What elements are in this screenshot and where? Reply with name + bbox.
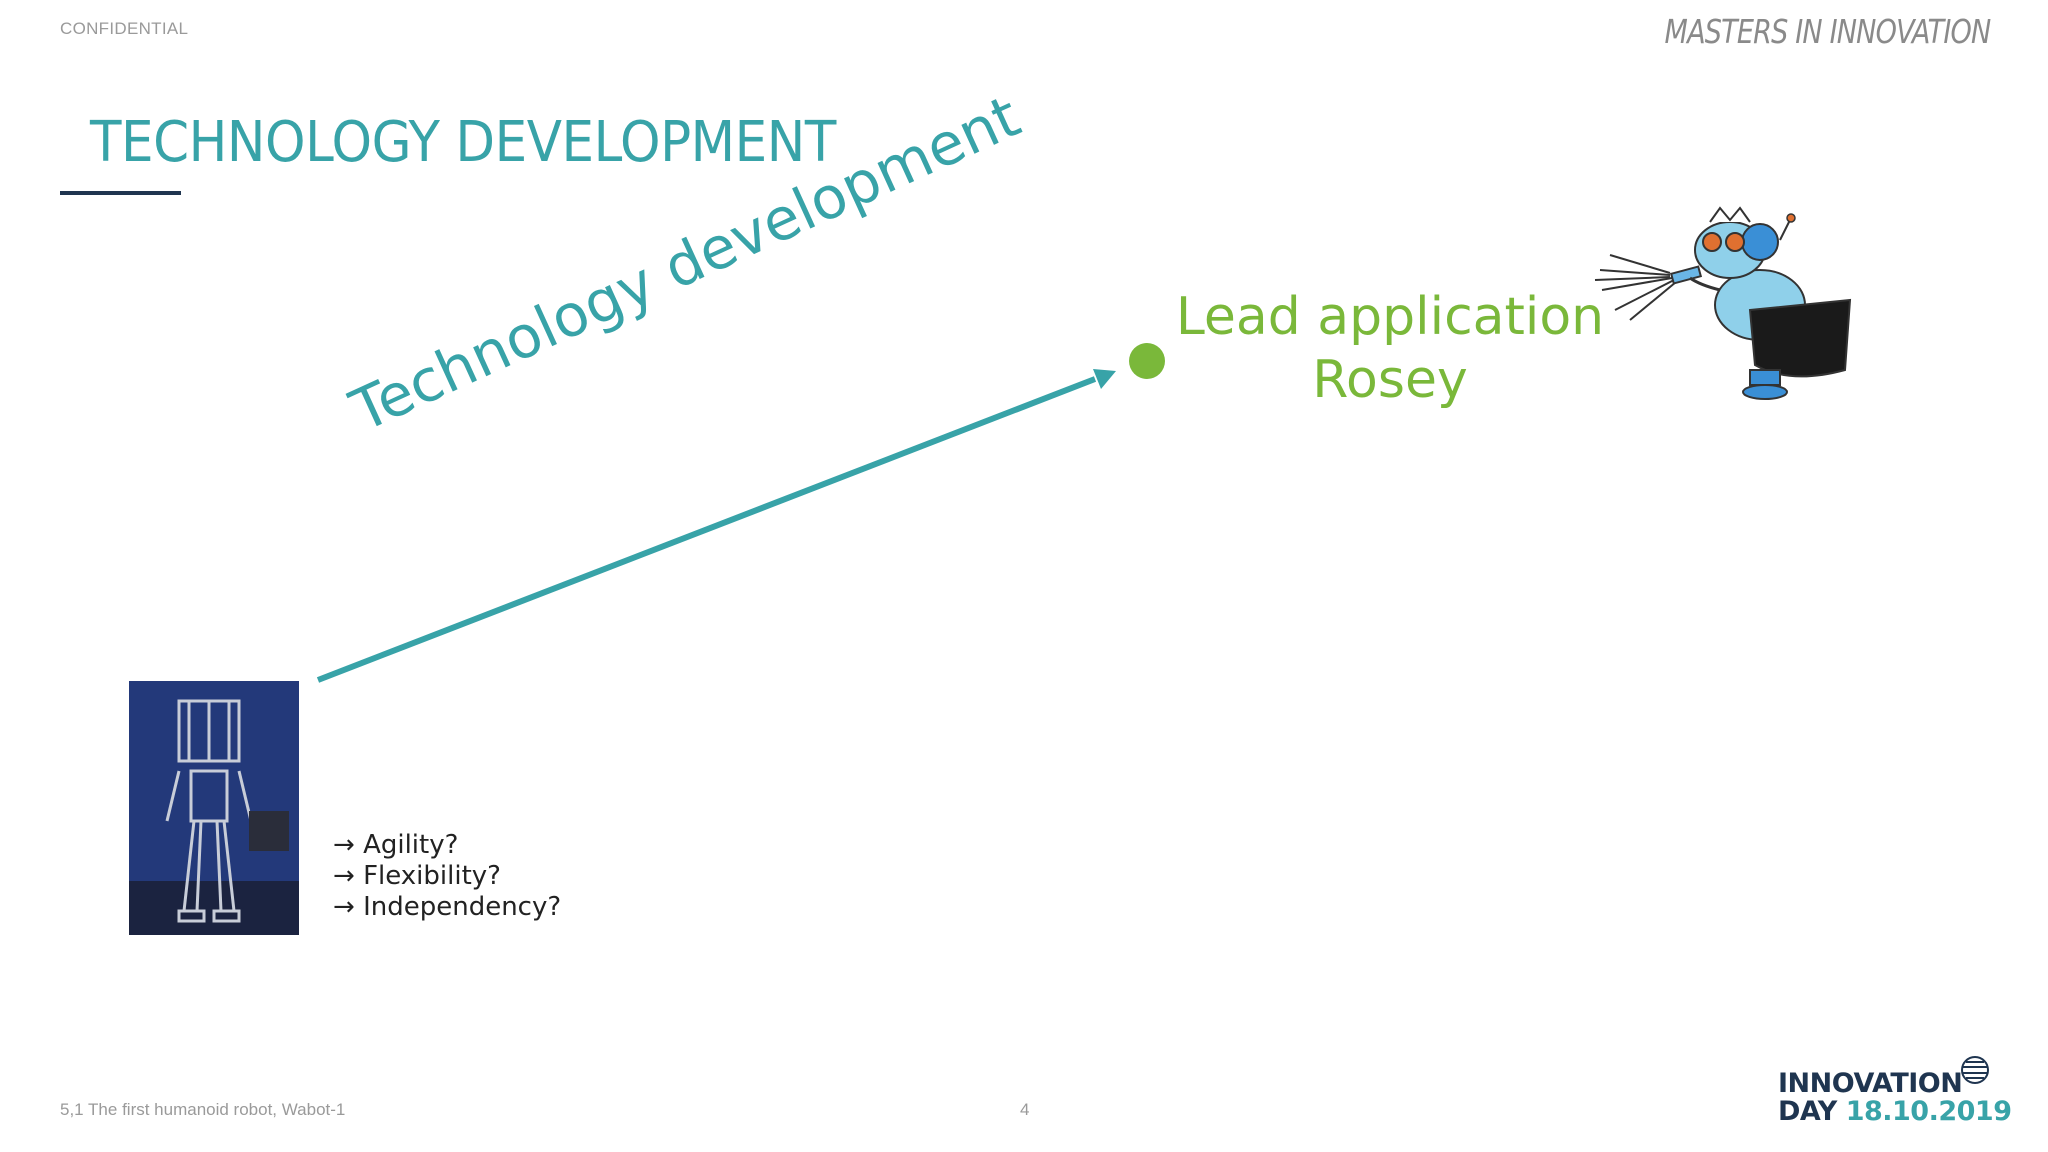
innovation-day-logo: INNOVATION DAY 18.10.2019 <box>1778 1070 2012 1126</box>
rosey-robot-illustration <box>1594 206 1852 400</box>
brand-wordmark: MASTERS IN INNOVATION <box>1664 12 1991 51</box>
question-list: → Agility? → Flexibility? → Independency… <box>333 830 561 923</box>
logo-date: 18.10.2019 <box>1845 1096 2012 1127</box>
arrow-shaft <box>316 376 1097 683</box>
lead-application-line2: Rosey <box>1312 350 1468 410</box>
logo-day: DAY <box>1778 1096 1837 1127</box>
wabot-photo <box>129 681 299 935</box>
slide-title: TECHNOLOGY DEVELOPMENT <box>90 110 836 175</box>
arrow-right-icon: → <box>333 861 355 891</box>
title-underline <box>60 191 181 195</box>
photo-caption: 5,1 The first humanoid robot, Wabot-1 <box>60 1100 346 1119</box>
arrow-right-icon: → <box>333 830 355 860</box>
list-item: → Agility? <box>333 830 561 861</box>
list-item: → Flexibility? <box>333 861 561 892</box>
arrow-right-icon: → <box>333 892 355 922</box>
lead-application-text: Lead application Rosey <box>1175 286 1605 412</box>
logo-line1: INNOVATION <box>1778 1068 1963 1099</box>
list-item: → Independency? <box>333 892 561 923</box>
wabot-robot-figure <box>129 681 299 935</box>
arrow-head <box>1093 369 1116 389</box>
lead-application-line1: Lead application <box>1175 287 1605 347</box>
lead-application-point <box>1129 343 1165 379</box>
bullet-text: Independency? <box>363 892 562 922</box>
logo-line2: DAY 18.10.2019 <box>1778 1098 2012 1126</box>
bullet-text: Agility? <box>363 830 459 860</box>
confidential-label: CONFIDENTIAL <box>60 19 189 38</box>
bullet-text: Flexibility? <box>363 861 501 891</box>
globe-icon <box>1961 1056 1989 1084</box>
page-number: 4 <box>1020 1100 1030 1119</box>
